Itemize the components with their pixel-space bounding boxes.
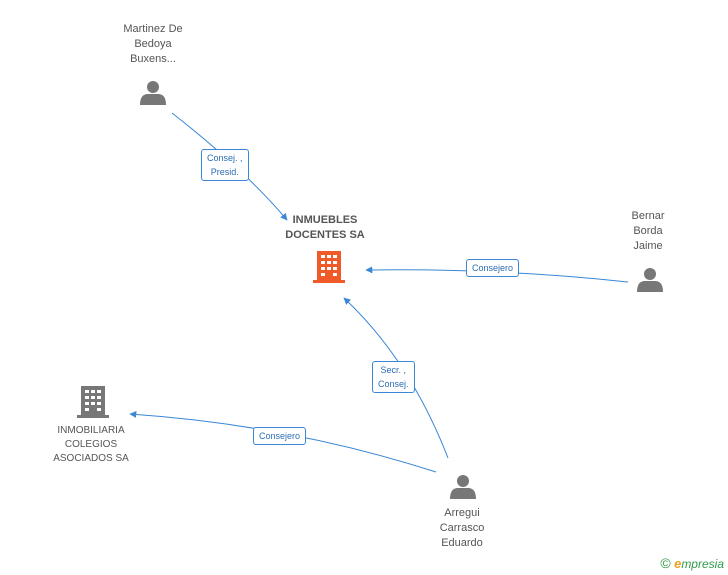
copyright-icon: © [660,555,671,571]
node-label-inmuebles[interactable]: INMUEBLES DOCENTES SA [285,214,365,241]
node-label-inmobiliaria[interactable]: INMOBILIARIA COLEGIOS ASOCIADOS SA [53,425,129,464]
edge-label-martinez-inmuebles: Consej. , Presid. [201,149,249,181]
empresia-logo[interactable]: © empresia [660,555,724,571]
building-icon-inmobiliaria[interactable] [77,386,109,418]
building-icon-inmuebles[interactable] [313,251,345,283]
node-label-bernar[interactable]: Bernar Borda Jaime [631,210,665,252]
edge-label-bernar-inmuebles: Consejero [466,259,520,277]
edge-label-arregui-inmobiliaria: Consejero [253,427,307,445]
brand-e: e [674,556,682,571]
node-label-martinez[interactable]: Martinez De Bedoya Buxens... [123,23,183,65]
person-icon-arregui[interactable] [450,475,476,499]
brand-name: mpresia [681,557,724,571]
edge-label-arregui-inmuebles: Secr. , Consej. [372,361,415,393]
person-icon-bernar[interactable] [637,268,663,292]
person-icon-martinez[interactable] [140,81,166,105]
node-label-arregui[interactable]: Arregui Carrasco Eduardo [439,507,485,549]
